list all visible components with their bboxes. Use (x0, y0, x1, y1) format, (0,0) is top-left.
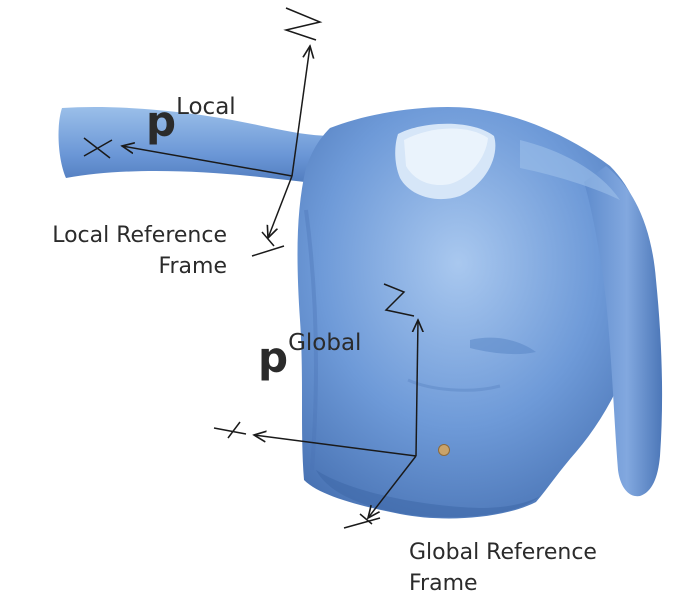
local-y-axis-glyph (252, 232, 284, 256)
global-frame-caption: Global Reference Frame (409, 537, 597, 599)
p-local-superscript: Local (176, 94, 236, 120)
torso-mesh (59, 107, 663, 519)
p-global-label: pGlobal (258, 330, 361, 382)
global-y-axis-glyph (344, 514, 380, 528)
p-local-base: p (146, 97, 176, 146)
local-frame-caption: Local Reference Frame (22, 220, 227, 282)
global-frame-caption-line-1: Global Reference (409, 537, 597, 568)
p-local-label: pLocal (146, 94, 236, 146)
p-global-base: p (258, 333, 288, 382)
p-global-superscript: Global (288, 330, 361, 356)
surface-point-marker (439, 445, 450, 456)
local-z-axis-glyph (286, 8, 320, 40)
local-frame-caption-line-1: Local Reference (22, 220, 227, 251)
global-x-axis-glyph (214, 422, 246, 438)
global-frame-caption-line-2: Frame (409, 568, 597, 599)
local-frame-caption-line-2: Frame (22, 251, 227, 282)
